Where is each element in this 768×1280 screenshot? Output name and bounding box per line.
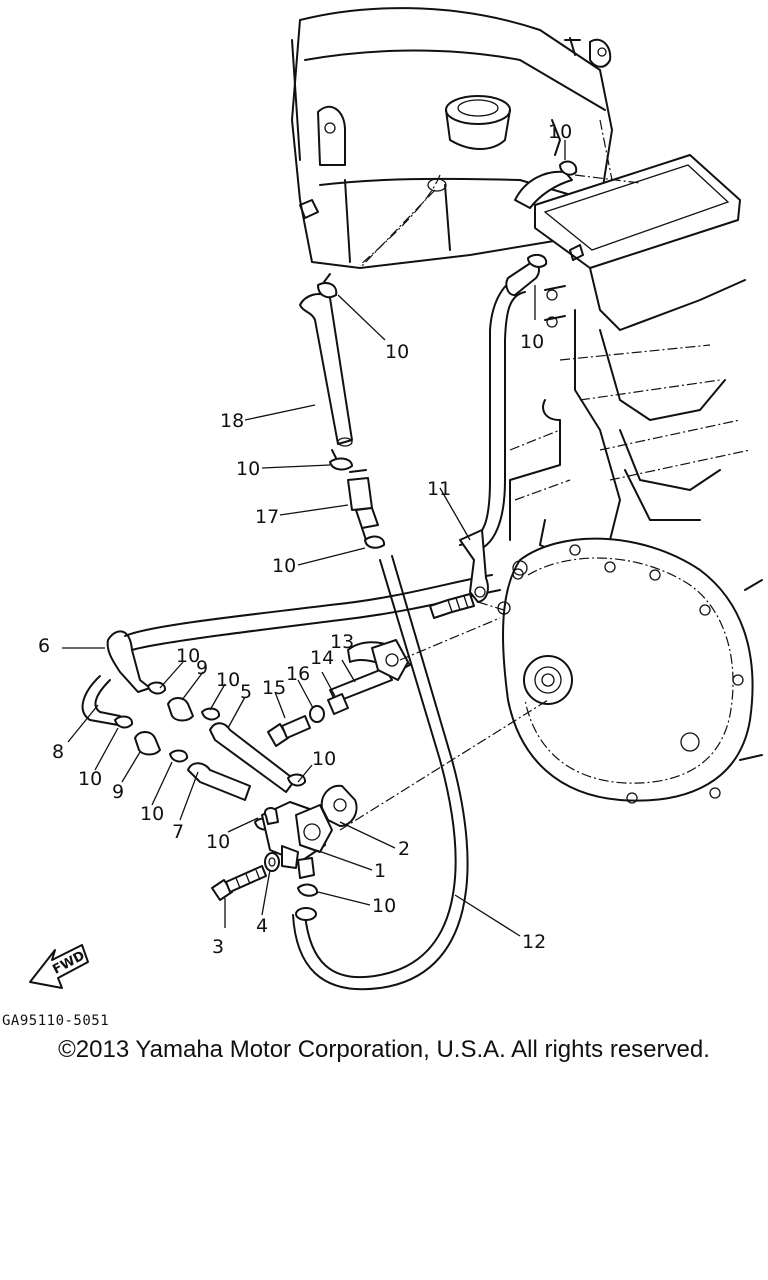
callout-10: 10 <box>272 555 296 577</box>
callout-10: 10 <box>78 768 102 790</box>
callout-10: 10 <box>548 121 572 143</box>
fuel-cock-assembly <box>211 639 409 901</box>
callout-10: 10 <box>372 895 396 917</box>
callout-18: 18 <box>220 410 244 432</box>
engine-illustration <box>502 154 763 804</box>
callout-13: 13 <box>330 631 354 653</box>
callout-10: 10 <box>236 458 260 480</box>
callout-10: 10 <box>385 341 409 363</box>
callout-3: 3 <box>212 936 224 958</box>
callout-10: 10 <box>216 669 240 691</box>
fittings <box>114 160 578 897</box>
callout-10: 10 <box>176 645 200 667</box>
callout-1: 1 <box>374 860 386 882</box>
callout-2: 2 <box>398 838 410 860</box>
callout-7: 7 <box>172 821 184 843</box>
hoses <box>81 170 573 991</box>
leader-lines <box>62 140 566 937</box>
parts-diagram: FWD 10 10 10 18 10 17 10 11 6 10 9 10 5 … <box>29 7 763 991</box>
callout-10: 10 <box>312 748 336 770</box>
callout-labels: 10 10 10 18 10 17 10 11 6 10 9 10 5 13 1… <box>38 121 572 958</box>
callout-5: 5 <box>240 681 252 703</box>
callout-15: 15 <box>262 677 286 699</box>
drawing-code: GA95110-5051 <box>2 1013 110 1029</box>
callout-4: 4 <box>256 915 268 937</box>
callout-10: 10 <box>206 831 230 853</box>
callout-11: 11 <box>427 478 451 500</box>
callout-9: 9 <box>112 781 124 803</box>
callout-10: 10 <box>140 803 164 825</box>
callout-6: 6 <box>38 635 50 657</box>
callout-12: 12 <box>522 931 546 953</box>
callout-10: 10 <box>520 331 544 353</box>
assembly-lines <box>339 119 641 831</box>
copyright-notice: ©2013 Yamaha Motor Corporation, U.S.A. A… <box>58 1036 710 1063</box>
callout-8: 8 <box>52 741 64 763</box>
callout-14: 14 <box>310 647 334 669</box>
forward-direction-arrow: FWD <box>29 944 89 989</box>
callout-9: 9 <box>196 657 208 679</box>
callout-17: 17 <box>255 506 279 528</box>
callout-16: 16 <box>286 663 310 685</box>
